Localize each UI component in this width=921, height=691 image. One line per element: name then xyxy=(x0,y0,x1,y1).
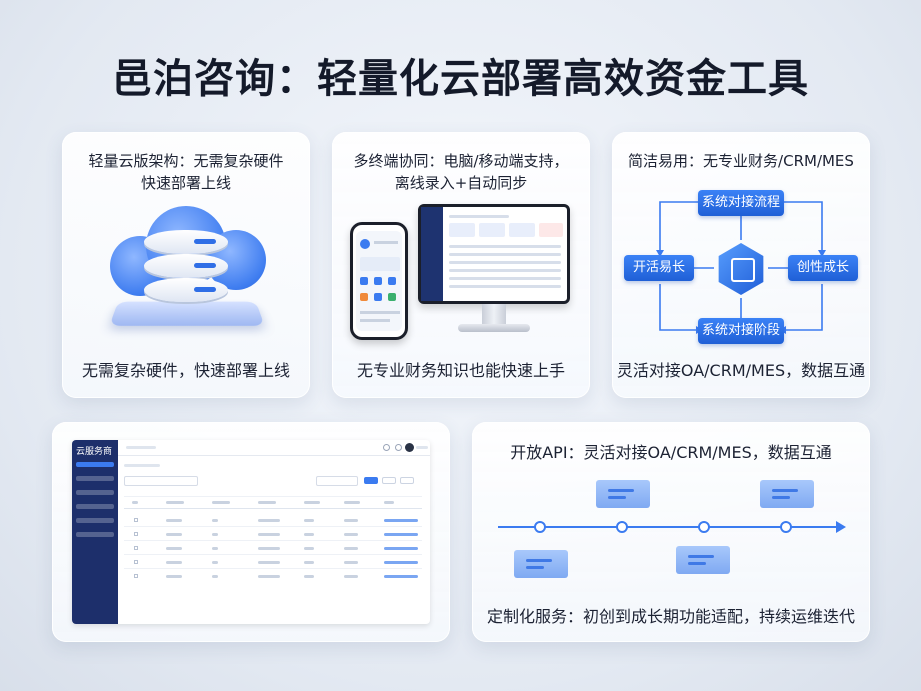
flow-box-left: 开活易长 xyxy=(624,255,694,281)
timeline-card-heading: 开放API：灵活对接OA/CRM/MES，数据互通 xyxy=(510,443,832,462)
desktop-monitor-icon xyxy=(418,204,570,304)
devices-card-heading-line2: 离线录入+自动同步 xyxy=(394,174,528,192)
timeline-node xyxy=(698,521,710,533)
phone-icon xyxy=(350,222,408,340)
timeline-axis xyxy=(498,526,838,528)
cloud-card-caption: 无需复杂硬件，快速部署上线 xyxy=(81,361,290,380)
dashboard-brand: 云服务商 xyxy=(76,447,113,457)
timeline-card-2 xyxy=(760,480,814,508)
flow-box-right: 创性成长 xyxy=(788,255,858,281)
timeline-node xyxy=(534,521,546,533)
flow-box-top: 系统对接流程 xyxy=(698,190,784,216)
timeline-card-3 xyxy=(514,550,568,578)
cloud-architecture-card: 轻量云版架构：无需复杂硬件 快速部署上线 无需复杂硬件，快速部署上线 xyxy=(62,132,310,398)
flow-connectors xyxy=(656,201,826,334)
flow-card-caption: 灵活对接OA/CRM/MES，数据互通 xyxy=(616,361,866,380)
timeline-node xyxy=(780,521,792,533)
devices-card-caption: 无专业财务知识也能快速上手 xyxy=(356,361,565,380)
api-timeline-card: 开放API：灵活对接OA/CRM/MES，数据互通 定制化服务：初创到成长期功能… xyxy=(472,422,870,642)
page-title: 邑泊咨询：轻量化云部署高效资金工具 xyxy=(112,56,809,102)
timeline-card-1 xyxy=(596,480,650,508)
integration-flow-card: 简洁易用：无专业财务/CRM/MES 系统对接流程 开活易长 创性成长 系统对接… xyxy=(612,132,870,398)
timeline-card-caption: 定制化服务：初创到成长期功能适配，持续运维迭代 xyxy=(486,607,855,626)
flow-card-heading: 简洁易用：无专业财务/CRM/MES xyxy=(628,152,854,170)
flow-box-bottom: 系统对接阶段 xyxy=(698,318,784,344)
timeline-card-4 xyxy=(676,546,730,574)
dashboard-preview-card: 云服务商 xyxy=(52,422,450,642)
timeline-arrow-icon xyxy=(836,521,846,533)
cloud-card-heading-line2: 快速部署上线 xyxy=(140,174,231,192)
cloud-card-heading-line1: 轻量云版架构：无需复杂硬件 xyxy=(88,152,284,170)
cloud-server-icon xyxy=(102,200,272,340)
multi-device-card: 多终端协同：电脑/移动端支持， 离线录入+自动同步 无专业财务 xyxy=(332,132,590,398)
dashboard-screenshot: 云服务商 xyxy=(72,440,430,624)
timeline-node xyxy=(616,521,628,533)
devices-card-heading-line1: 多终端协同：电脑/移动端支持， xyxy=(353,152,569,170)
